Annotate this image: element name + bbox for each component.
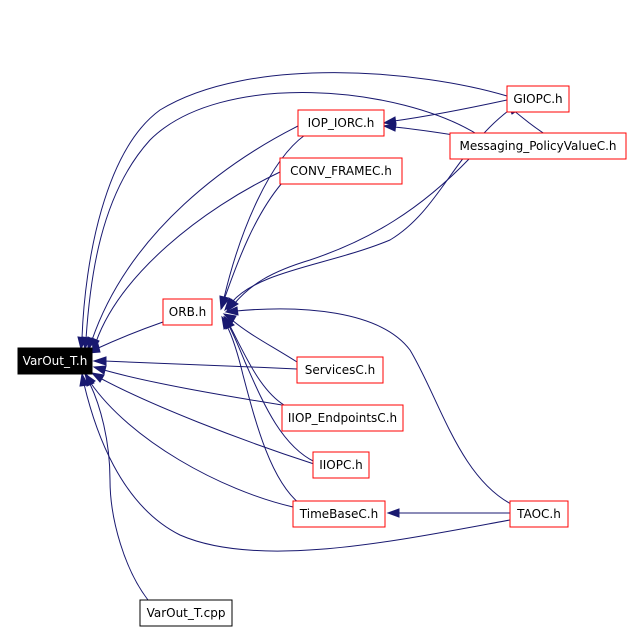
node-iiopc-h[interactable]: IIOPC.h xyxy=(312,451,370,479)
edge-conv-framec-to-orb xyxy=(219,182,283,311)
edge-taoc-to-varout xyxy=(79,372,511,552)
node-label: CONV_FRAMEC.h xyxy=(290,164,392,178)
node-label: ServicesC.h xyxy=(305,363,375,377)
node-label: IIOP_EndpointsC.h xyxy=(288,411,397,425)
node-taoc-h[interactable]: TAOC.h xyxy=(509,500,569,528)
node-varout-t-h[interactable]: VarOut_T.h xyxy=(17,347,93,375)
node-iiop-endpointsc-h[interactable]: IIOP_EndpointsC.h xyxy=(281,404,404,432)
edge-varout-cpp-to-varout xyxy=(85,372,149,601)
edge-timebasec-to-orb xyxy=(221,315,301,505)
edge-taoc-to-orb xyxy=(224,306,516,507)
edge-messaging-to-orb xyxy=(226,157,471,313)
node-conv-framec-h[interactable]: CONV_FRAMEC.h xyxy=(279,157,403,185)
edge-giopc-to-varout xyxy=(77,72,508,351)
edge-iiopc-to-varout xyxy=(90,372,315,465)
edge-orb-to-varout xyxy=(86,321,164,354)
node-varout-t-cpp[interactable]: VarOut_T.cpp xyxy=(139,599,233,627)
edge-conv-framec-to-varout xyxy=(91,171,281,352)
node-servicesc-h[interactable]: ServicesC.h xyxy=(296,356,384,384)
edge-messaging-to-iop-iorc xyxy=(382,122,461,137)
node-orb-h[interactable]: ORB.h xyxy=(162,298,213,326)
node-label: Messaging_PolicyValueC.h xyxy=(459,139,616,153)
edge-messaging-to-varout xyxy=(81,92,481,351)
node-label: IOP_IORC.h xyxy=(308,116,375,130)
node-giopc-h[interactable]: GIOPC.h xyxy=(506,85,570,113)
edge-taoc-to-timebasec xyxy=(386,508,510,518)
node-iop-iorc-h[interactable]: IOP_IORC.h xyxy=(297,109,385,137)
node-label: ORB.h xyxy=(169,305,206,319)
node-label: VarOut_T.h xyxy=(23,354,88,368)
node-label: VarOut_T.cpp xyxy=(147,606,226,620)
edge-servicesc-to-orb xyxy=(222,313,298,363)
node-label: GIOPC.h xyxy=(513,92,562,106)
edge-iiopc-to-orb xyxy=(223,315,316,463)
edge-iiop-endpointsc-to-varout xyxy=(92,365,283,406)
graph-edges xyxy=(77,72,549,601)
node-messaging-policyvaluec-h[interactable]: Messaging_PolicyValueC.h xyxy=(449,132,627,160)
edge-iiop-endpointsc-to-orb xyxy=(224,315,285,406)
edge-servicesc-to-varout xyxy=(92,356,298,370)
node-label: TAOC.h xyxy=(516,507,561,521)
node-timebasec-h[interactable]: TimeBaseC.h xyxy=(292,500,386,528)
node-label: IIOPC.h xyxy=(319,458,363,472)
graph-nodes: VarOut_T.h ORB.h IOP_IORC.h CONV_FRAMEC.… xyxy=(17,85,627,627)
edge-giopc-to-iop-iorc xyxy=(382,99,508,126)
node-label: TimeBaseC.h xyxy=(299,507,378,521)
